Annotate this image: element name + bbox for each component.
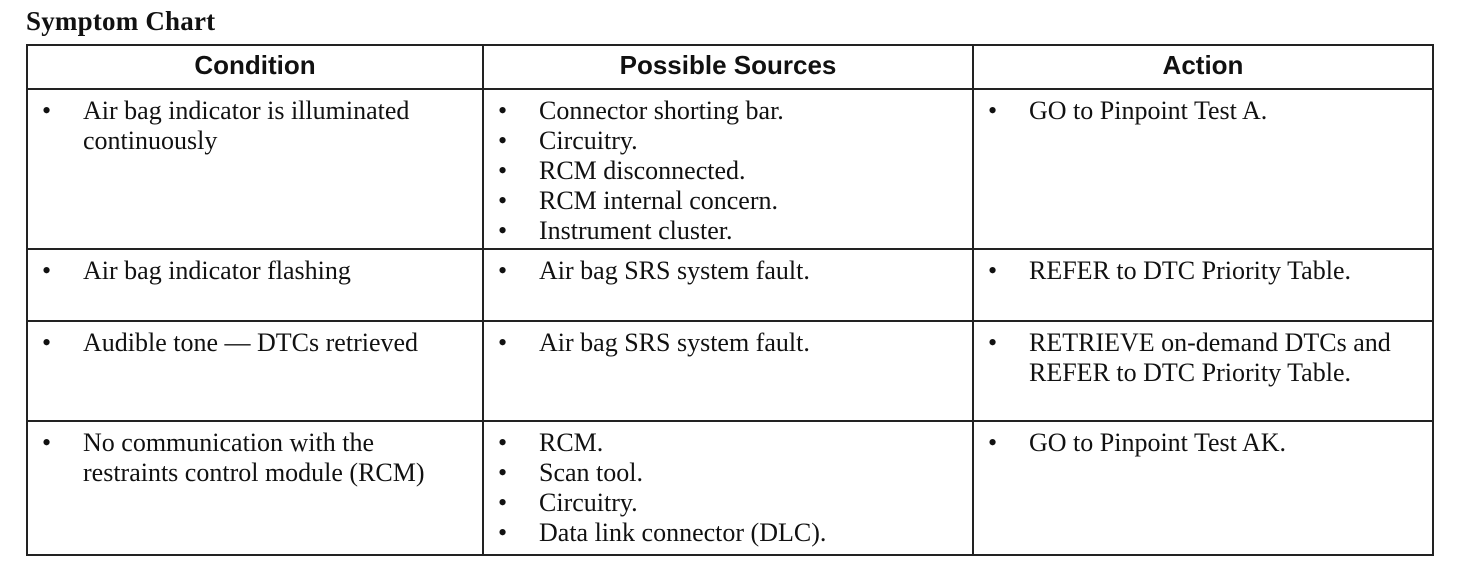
list-item: GO to Pinpoint Test AK.	[986, 428, 1424, 458]
list-item: Data link connector (DLC).	[496, 518, 964, 548]
list-item: Connector shorting bar.	[496, 96, 964, 126]
header-condition: Condition	[26, 44, 484, 90]
list-item: RCM disconnected.	[496, 156, 964, 186]
list-item: Instrument cluster.	[496, 216, 964, 246]
list-item: Scan tool.	[496, 458, 964, 488]
list-item: REFER to DTC Priority Table.	[986, 256, 1424, 286]
sources-cell: Air bag SRS system fault.	[482, 320, 974, 422]
condition-cell: Air bag indicator is illuminated continu…	[26, 88, 484, 250]
list-item: RCM.	[496, 428, 964, 458]
table-row: Audible tone — DTCs retrieved Air bag SR…	[26, 320, 1434, 422]
condition-cell: No communication with the restraints con…	[26, 420, 484, 556]
sources-cell: Connector shorting bar. Circuitry. RCM d…	[482, 88, 974, 250]
symptom-chart-table: Condition Possible Sources Action Air ba…	[26, 44, 1434, 556]
list-item: Circuitry.	[496, 126, 964, 156]
list-item: Circuitry.	[496, 488, 964, 518]
action-cell: REFER to DTC Priority Table.	[972, 248, 1434, 322]
list-item: RCM internal concern.	[496, 186, 964, 216]
condition-cell: Air bag indicator flashing	[26, 248, 484, 322]
page-title: Symptom Chart	[26, 6, 216, 36]
action-cell: RETRIEVE on-demand DTCs and REFER to DTC…	[972, 320, 1434, 422]
sources-cell: Air bag SRS system fault.	[482, 248, 974, 322]
list-item: Air bag SRS system fault.	[496, 328, 964, 358]
table-header-row: Condition Possible Sources Action	[26, 44, 1434, 90]
condition-cell: Audible tone — DTCs retrieved	[26, 320, 484, 422]
table-row: Air bag indicator is illuminated continu…	[26, 88, 1434, 250]
list-item: Air bag indicator flashing	[40, 256, 474, 286]
list-item: Audible tone — DTCs retrieved	[40, 328, 474, 358]
action-cell: GO to Pinpoint Test AK.	[972, 420, 1434, 556]
list-item: GO to Pinpoint Test A.	[986, 96, 1424, 126]
sources-cell: RCM. Scan tool. Circuitry. Data link con…	[482, 420, 974, 556]
table-row: Air bag indicator flashing Air bag SRS s…	[26, 248, 1434, 322]
list-item: No communication with the restraints con…	[40, 428, 474, 488]
list-item: Air bag indicator is illuminated continu…	[40, 96, 474, 156]
list-item: RETRIEVE on-demand DTCs and REFER to DTC…	[986, 328, 1424, 388]
header-possible-sources: Possible Sources	[482, 44, 974, 90]
header-action: Action	[972, 44, 1434, 90]
action-cell: GO to Pinpoint Test A.	[972, 88, 1434, 250]
table-row: No communication with the restraints con…	[26, 420, 1434, 556]
list-item: Air bag SRS system fault.	[496, 256, 964, 286]
